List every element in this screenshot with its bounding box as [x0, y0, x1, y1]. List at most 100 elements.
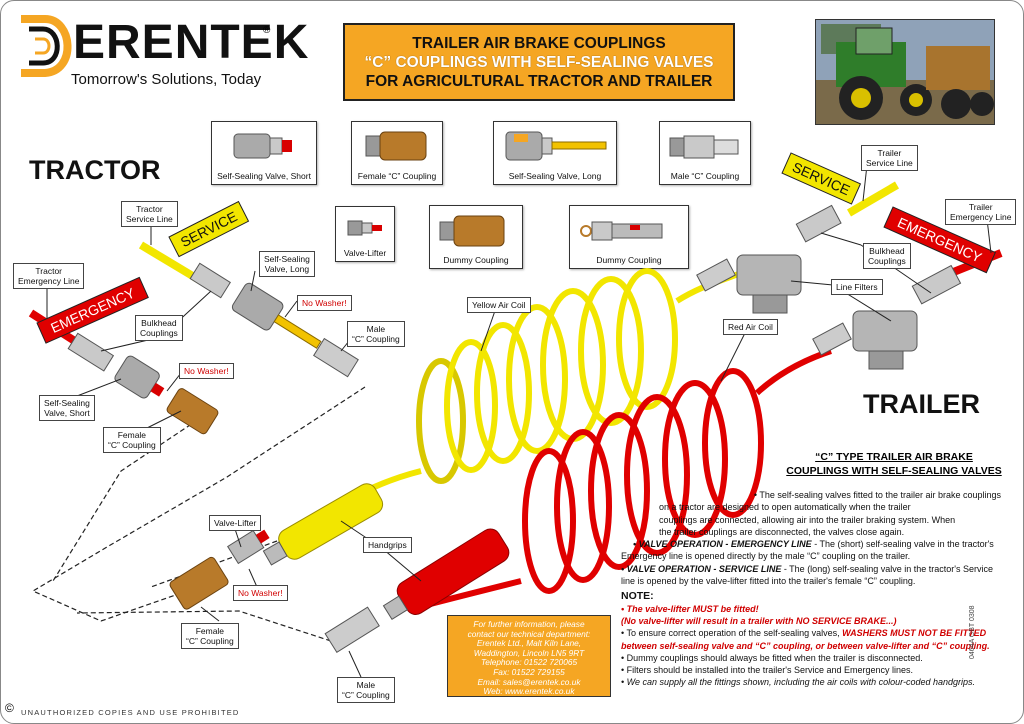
- self-sealing-valve-long-icon: [505, 131, 607, 161]
- contact-line-2: contact our technical department:: [467, 628, 591, 639]
- part-caption: Male “C” Coupling: [670, 171, 740, 181]
- contact-email: Email: sales@erentek.co.uk: [477, 676, 581, 687]
- note-1: • The valve-lifter MUST be fitted!: [621, 603, 759, 614]
- note-2: (No valve-lifter will result in a traile…: [621, 615, 897, 626]
- info-para1-c: couplings are connected, allowing air in…: [659, 514, 956, 525]
- title-line-2: “C” COUPLINGS WITH SELF-SEALING VALVES: [364, 54, 714, 71]
- male-c-coupling-icon: [669, 135, 739, 159]
- part-card-ssv-long: Self-Sealing Valve, Long: [493, 121, 617, 185]
- title-box: TRAILER AIR BRAKE COUPLINGS “C” COUPLING…: [343, 23, 735, 101]
- trailer-bulkhead-service: [795, 204, 842, 243]
- tractor-photo-icon: [816, 20, 994, 124]
- part-caption: Self-Sealing Valve, Long: [508, 171, 602, 181]
- info-heading-line-1: “C” TYPE TRAILER AIR BRAKE: [815, 451, 973, 463]
- label-male-c-bottom: Male“C” Coupling: [337, 677, 395, 703]
- contact-fax: Fax: 01522 729155: [493, 666, 565, 677]
- label-no-washer-2: No Washer!: [179, 363, 234, 379]
- logo-text: ERENTEK: [73, 16, 310, 69]
- dummy-coupling-steel-icon: [580, 221, 663, 241]
- info-heading: “C” TYPE TRAILER AIR BRAKE COUPLINGS WIT…: [769, 450, 1019, 478]
- trailer-line-filter-emergency: [852, 310, 918, 370]
- female-c-coupling-icon: [365, 131, 427, 161]
- tractor-ssv-short: [114, 355, 165, 399]
- service-banner-trailer: SERVICE: [781, 152, 862, 205]
- note-3-c: between self-sealing valve and “C” coupl…: [621, 640, 990, 651]
- info-para1-b: on a tractor are designed to open automa…: [659, 502, 911, 513]
- trailer-male-c-emergency: [812, 322, 852, 356]
- note-3-a: • To ensure correct operation of the sel…: [621, 628, 843, 639]
- label-valve-lifter: Valve-Lifter: [209, 515, 262, 531]
- label-no-washer-1: No Washer!: [297, 295, 352, 311]
- lower-male-c: [324, 606, 380, 654]
- part-caption: Dummy Coupling: [596, 255, 662, 265]
- contact-line-4: Waddington, Lincoln LN5 9RT: [473, 647, 585, 658]
- title-line-1: TRAILER AIR BRAKE COUPLINGS: [412, 35, 666, 52]
- valve-lifter-icon: [347, 220, 382, 236]
- part-caption: Female “C” Coupling: [357, 171, 437, 181]
- service-banner-text-trailer: SERVICE: [790, 159, 852, 199]
- info-para3-head: • VALVE OPERATION - SERVICE LINE: [621, 563, 782, 574]
- part-card-ssv-short: Self-Sealing Valve, Short: [211, 121, 317, 185]
- tractor-ssv-long: [231, 282, 322, 349]
- note-5: • Filters should be installed into the t…: [621, 665, 914, 676]
- tractor-bulkhead-coupling-service: [189, 262, 231, 299]
- part-caption: Valve-Lifter: [343, 248, 387, 258]
- title-line-3: FOR AGRICULTURAL TRACTOR AND TRAILER: [365, 73, 713, 90]
- self-sealing-valve-short-icon: [233, 133, 292, 159]
- footer-notice: UNAUTHORIZED COPIES AND USE PROHIBITED: [21, 708, 240, 717]
- dashed-connection-lines: [31, 386, 366, 642]
- tractor-female-c: [166, 388, 219, 435]
- contact-line-1: For further information, please: [473, 619, 585, 629]
- trailer-male-c-service: [696, 258, 736, 292]
- info-para3-text: - The (long) self-sealing valve in the t…: [781, 563, 993, 574]
- contact-web: Web: www.erentek.co.uk: [483, 686, 575, 697]
- brand-logo: ERENTEK ® Tomorrow's Solutions, Today: [15, 13, 308, 93]
- label-handgrips: Handgrips: [363, 537, 412, 553]
- tagline: Tomorrow's Solutions, Today: [71, 71, 262, 88]
- part-caption: Self-Sealing Valve, Short: [217, 171, 311, 181]
- part-card-dummy-2: Dummy Coupling: [569, 205, 689, 269]
- part-card-valve-lifter: Valve-Lifter: [335, 206, 395, 262]
- info-para2-text: - The (short) self-sealing valve in the …: [811, 539, 994, 550]
- copyright-icon: ©: [5, 701, 14, 715]
- info-para2-b: Emergency line is opened directly by the…: [621, 551, 911, 562]
- info-para3: • VALVE OPERATION - SERVICE LINE - The (…: [613, 563, 1015, 575]
- part-card-female-c: Female “C” Coupling: [351, 121, 443, 185]
- part-card-dummy-1: Dummy Coupling: [429, 205, 523, 269]
- label-yellow-air-coil: Yellow Air Coil: [467, 297, 531, 313]
- label-line-filters: Line Filters: [831, 279, 883, 295]
- info-heading-line-2: COUPLINGS WITH SELF-SEALING VALVES: [786, 465, 1002, 477]
- note-3-b: WASHERS MUST NOT BE FITTED: [842, 628, 987, 639]
- d-swoosh-icon: [21, 15, 72, 77]
- tractor-title: TRACTOR: [29, 155, 161, 185]
- trailer-line-filter-service: [736, 254, 802, 314]
- footer-code: 0464A GBT 0308: [969, 605, 976, 659]
- tractor-photo: [815, 19, 995, 125]
- label-female-c-top: Female“C” Coupling: [103, 427, 161, 453]
- emergency-banner-text-tractor: EMERGENCY: [48, 284, 138, 336]
- note-3: • To ensure correct operation of the sel…: [613, 627, 1015, 639]
- part-card-male-c: Male “C” Coupling: [659, 121, 751, 185]
- info-para1-a: • The self-sealing valves fitted to the …: [753, 490, 1001, 500]
- info-para1-d: the trailer couplings are disconnected, …: [659, 526, 905, 537]
- label-red-air-coil: Red Air Coil: [723, 319, 778, 335]
- note-4: • Dummy couplings should always be fitte…: [621, 652, 923, 663]
- label-female-c-bottom: Female“C” Coupling: [181, 623, 239, 649]
- valve-lifter-fitting: [227, 529, 270, 565]
- contact-box: For further information, please contact …: [447, 615, 611, 697]
- note-6: • We can supply all the fittings shown, …: [621, 677, 976, 688]
- trailer-title: TRAILER: [863, 389, 980, 419]
- note-heading: NOTE:: [621, 590, 654, 603]
- info-body: • The self-sealing valves fitted to the …: [613, 489, 1015, 689]
- contact-phone: Telephone: 01522 720065: [480, 657, 578, 668]
- trailer-bulkhead-emergency: [911, 264, 962, 305]
- info-para2: • VALVE OPERATION - EMERGENCY LINE - The…: [613, 538, 1015, 550]
- yellow-handgrip: [262, 483, 384, 566]
